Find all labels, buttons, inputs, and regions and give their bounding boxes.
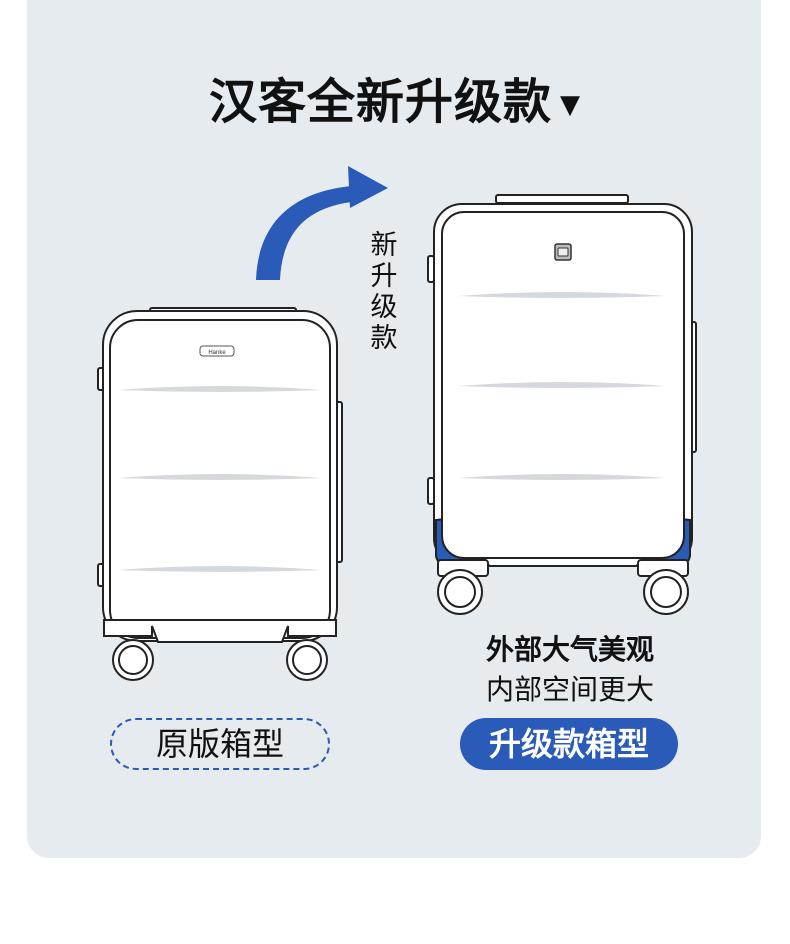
arrow-label-char: 级 <box>370 292 398 323</box>
feature-text-2: 内部空间更大 <box>485 673 654 706</box>
arrow-label-char: 升 <box>370 261 398 292</box>
feature-text-1: 外部大气美观 <box>485 633 654 666</box>
arrow-label-char: 新 <box>370 230 398 261</box>
original-suitcase-image <box>97 307 343 681</box>
upgraded-suitcase-image <box>427 194 697 615</box>
original-ribs <box>118 386 322 572</box>
page-title: 汉客全新升级款 ▼ <box>0 62 790 132</box>
original-label-pill: 原版箱型 <box>110 718 330 770</box>
arrow-label-char: 款 <box>370 323 398 354</box>
title-text: 汉客全新升级款 <box>208 74 552 130</box>
upgrade-arrow-icon <box>256 166 388 280</box>
upgraded-label-pill: 升级款箱型 <box>460 718 678 770</box>
original-logo: Hanke <box>208 350 226 356</box>
arrow-label: 新 升 级 款 <box>368 230 400 354</box>
title-marker: ▼ <box>560 90 581 120</box>
